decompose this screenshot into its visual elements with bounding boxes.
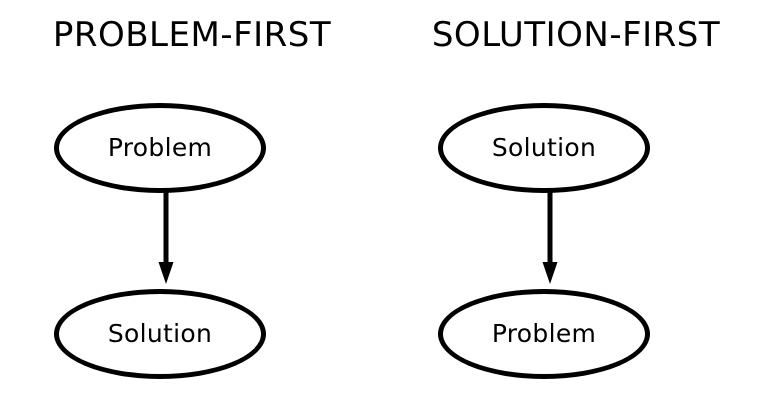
node-problem-top[interactable]: Problem [54,103,266,193]
node-label: Problem [107,133,213,162]
column-title-solution-first: SOLUTION-FIRST [431,15,721,55]
node-label: Solution [491,133,597,162]
arrow-solution-to-problem-icon [539,190,561,286]
node-label: Solution [107,319,213,348]
node-solution-bottom[interactable]: Solution [54,289,266,379]
node-solution-top[interactable]: Solution [438,103,650,193]
arrow-problem-to-solution-icon [155,190,177,286]
node-label: Problem [491,319,597,348]
column-title-problem-first: PROBLEM-FIRST [52,15,332,55]
node-problem-bottom[interactable]: Problem [438,289,650,379]
diagram-column-problem-first: PROBLEM-FIRST Problem Solution [52,15,332,379]
diagram-column-solution-first: SOLUTION-FIRST Solution Problem [384,0,768,411]
